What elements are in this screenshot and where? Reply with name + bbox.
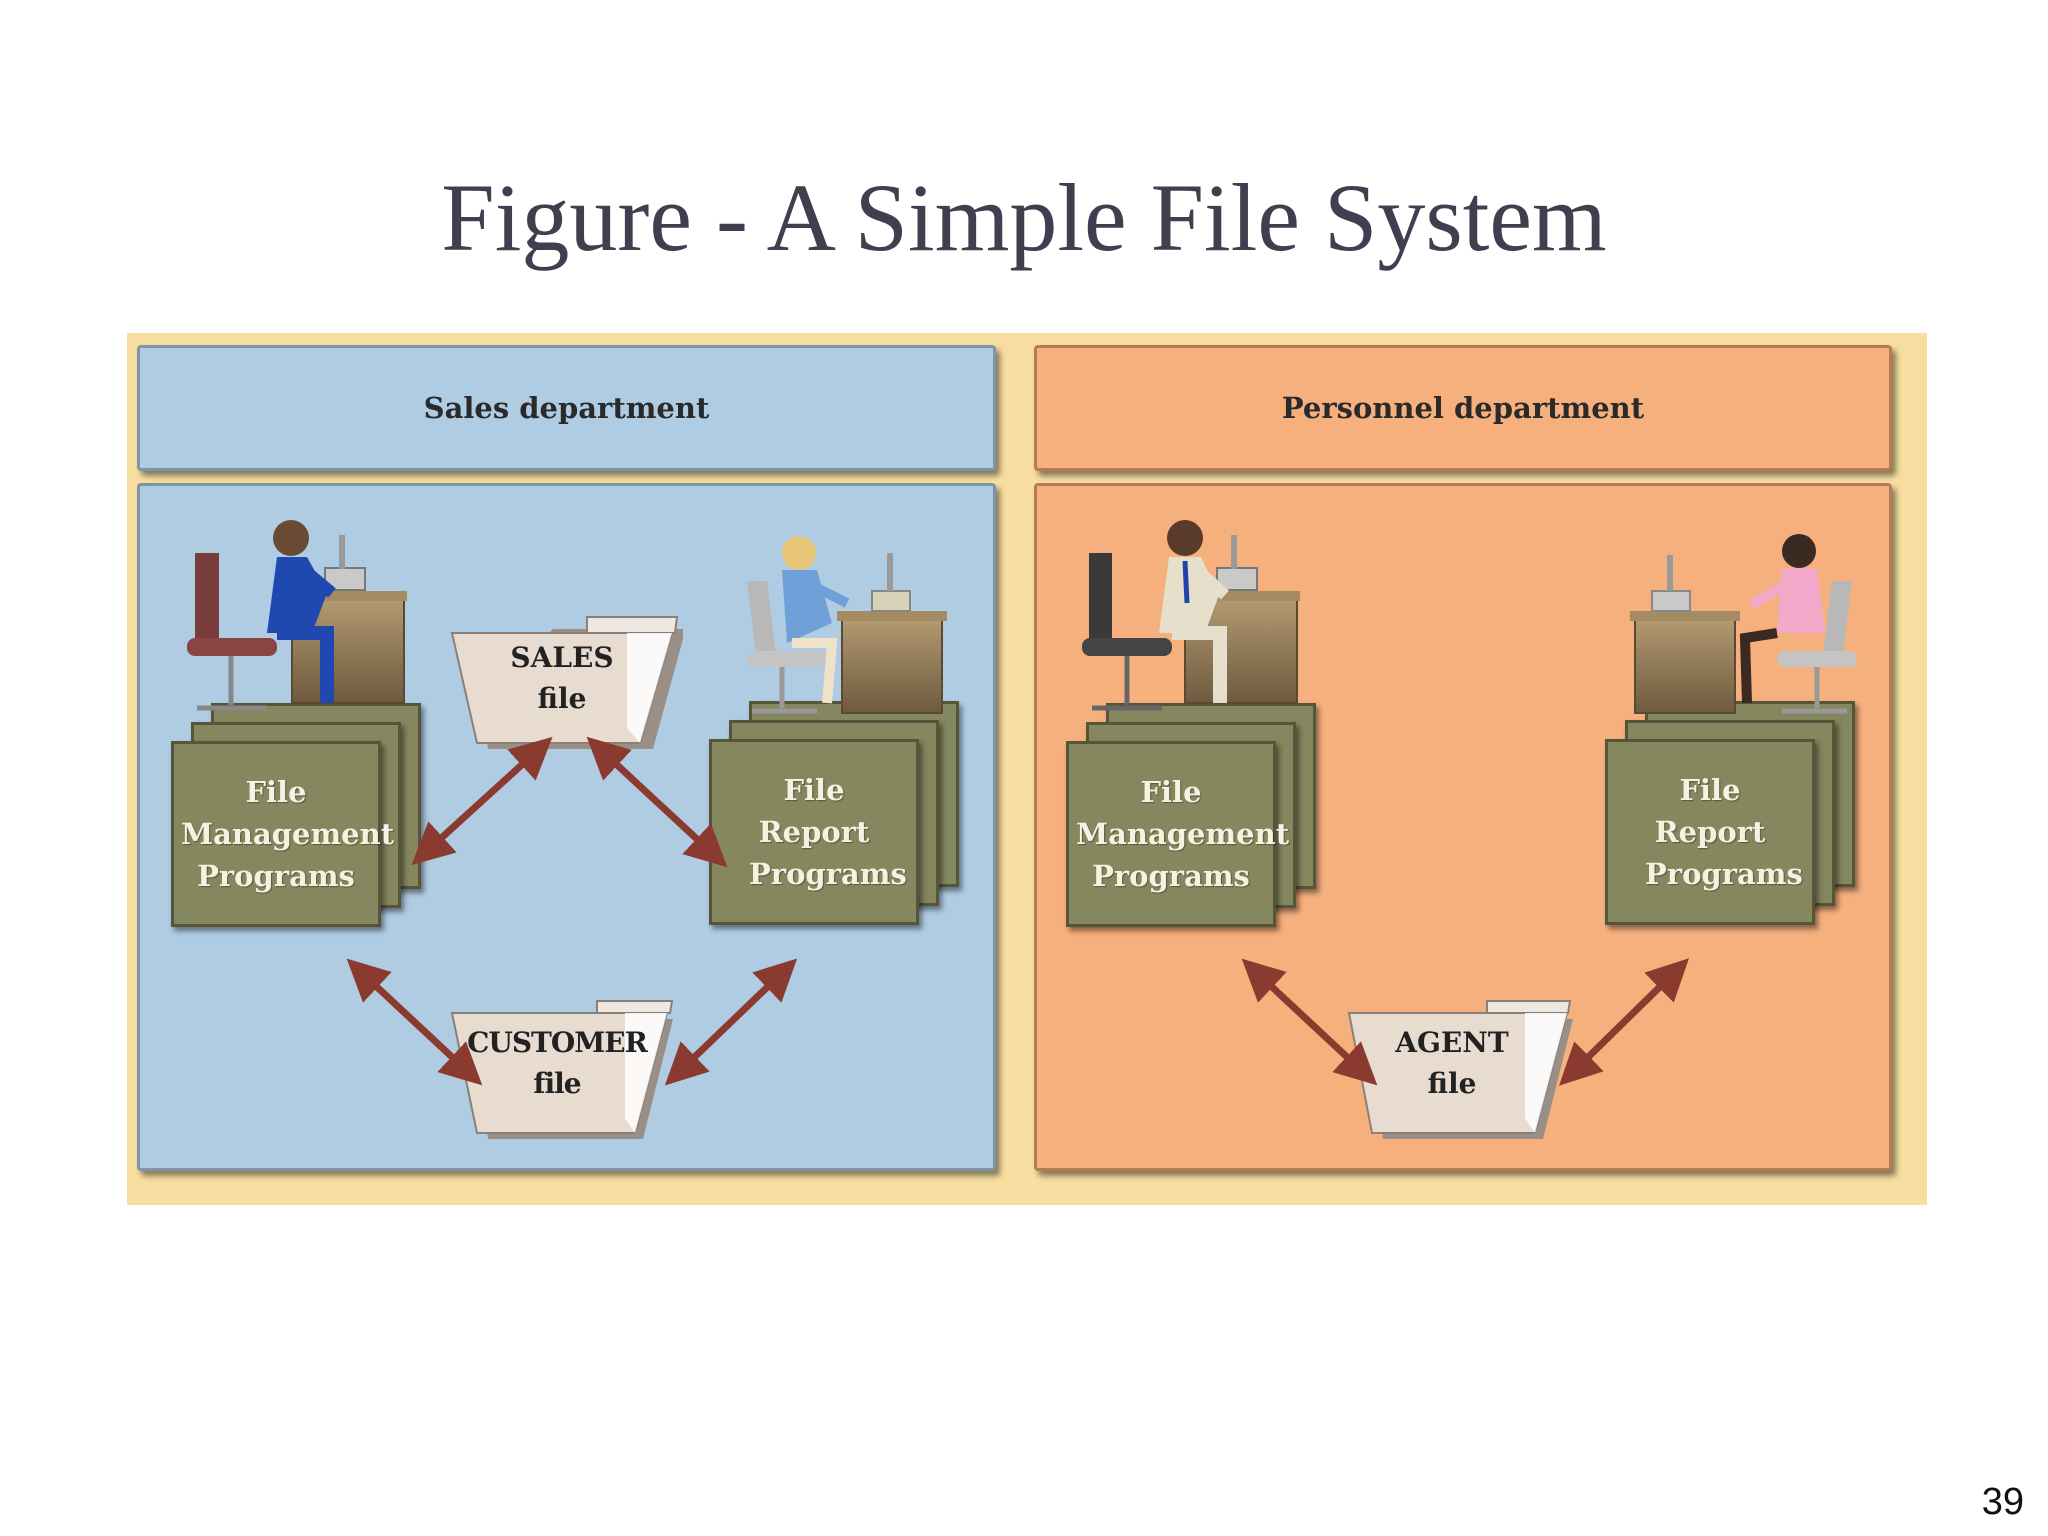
arrow-agent-report bbox=[1559, 958, 1689, 1086]
program-label-line: File bbox=[245, 774, 307, 809]
arrow-agent-management bbox=[1241, 958, 1378, 1086]
personnel-department-label: Personnel department bbox=[1281, 391, 1645, 425]
program-label-line: Management bbox=[181, 816, 395, 851]
file-system-diagram: Sales department Personnel department Fi… bbox=[127, 333, 1927, 1205]
agent-file-folder bbox=[1347, 1000, 1573, 1139]
sales-department-label: Sales department bbox=[423, 391, 710, 425]
program-label-line: Programs bbox=[1092, 859, 1250, 894]
sales-department-header: Sales department bbox=[137, 345, 996, 471]
sales-file-folder bbox=[450, 616, 683, 749]
page-number: 39 bbox=[1981, 1481, 2024, 1523]
program-label-line: Report bbox=[758, 814, 870, 849]
program-label-line: Management bbox=[1076, 816, 1290, 851]
data-flow-arrows bbox=[346, 736, 1689, 1086]
personnel-analyst-illustration bbox=[1630, 534, 1857, 714]
sales-analyst-illustration bbox=[747, 536, 947, 714]
customer-file-folder bbox=[450, 1000, 674, 1139]
agent-file-label: AGENT file bbox=[1395, 1026, 1509, 1100]
personnel-department-header: Personnel department bbox=[1034, 345, 1892, 471]
program-label-line: File bbox=[1140, 774, 1202, 809]
sales-file-label: SALES file bbox=[510, 641, 614, 715]
program-label-line: Programs bbox=[197, 859, 355, 894]
slide-title: Figure - A Simple File System bbox=[441, 164, 1607, 271]
arrow-customer-management bbox=[346, 958, 483, 1086]
customer-file-label: CUSTOMER file bbox=[467, 1026, 648, 1100]
program-label-line: File bbox=[783, 772, 845, 807]
sales-clerk-illustration bbox=[187, 520, 407, 711]
program-label-line: File bbox=[1679, 772, 1741, 807]
arrow-sales-management bbox=[411, 736, 553, 866]
arrow-customer-report bbox=[664, 958, 798, 1086]
program-label-line: Report bbox=[1654, 814, 1766, 849]
diagram-graphics bbox=[187, 520, 1857, 1139]
arrow-sales-report bbox=[586, 736, 728, 868]
personnel-clerk-illustration bbox=[1082, 520, 1300, 711]
